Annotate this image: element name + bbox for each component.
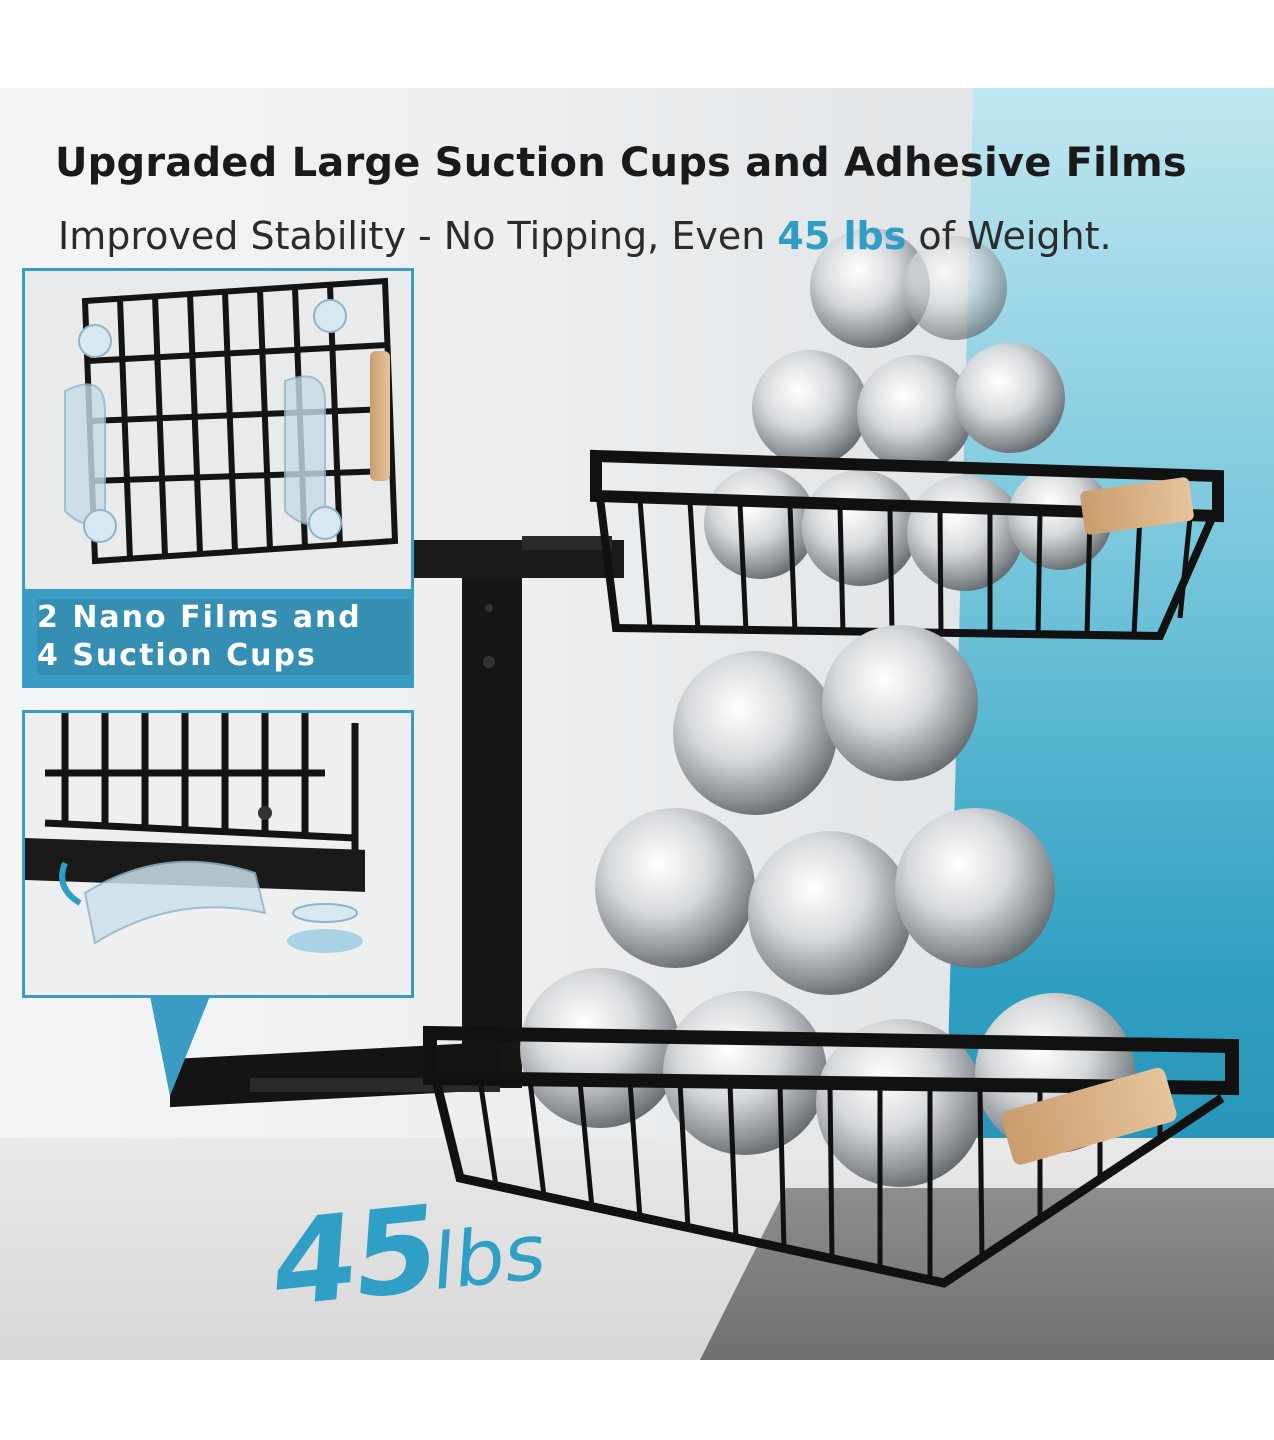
inset-pointer bbox=[150, 996, 210, 1096]
capacity-badge: 45lbs bbox=[268, 1168, 552, 1335]
weight-plate bbox=[520, 968, 680, 1128]
upper-weights bbox=[704, 228, 1112, 591]
product-scene: 2 Nano Films and 4 Suction Cups bbox=[0, 88, 1274, 1360]
lower-basket bbox=[423, 1025, 1239, 1288]
weight-plate bbox=[704, 467, 816, 579]
rack-illustration bbox=[170, 228, 1239, 1288]
nano-film-right bbox=[284, 375, 326, 526]
weight-plate bbox=[663, 991, 827, 1155]
weight-plate bbox=[673, 651, 837, 815]
weight-plate bbox=[816, 1019, 984, 1187]
subline-text: Improved Stability - No Tipping, Even bbox=[58, 214, 778, 258]
suction-cup bbox=[292, 903, 358, 923]
inset-nano-films: 2 Nano Films and 4 Suction Cups bbox=[22, 268, 414, 688]
capacity-value: 45 bbox=[268, 1180, 439, 1335]
weight-plate bbox=[810, 228, 930, 348]
suction-cup bbox=[78, 324, 112, 358]
suction-cup bbox=[83, 509, 117, 543]
inset-caption: 2 Nano Films and 4 Suction Cups bbox=[25, 589, 411, 685]
frame-bolt bbox=[483, 656, 495, 668]
weight-plate bbox=[802, 470, 918, 586]
weight-plate bbox=[907, 475, 1023, 591]
nano-film-left bbox=[64, 383, 106, 526]
capacity-unit: lbs bbox=[429, 1207, 550, 1309]
basket-underside-illustration bbox=[25, 271, 411, 591]
weight-plate bbox=[822, 625, 978, 781]
subline-end: of Weight. bbox=[906, 214, 1112, 258]
weight-plate bbox=[955, 343, 1065, 453]
weight-plate bbox=[595, 808, 755, 968]
wood-handle bbox=[1080, 477, 1194, 535]
weight-plate bbox=[748, 831, 912, 995]
floor-shadow bbox=[700, 1188, 1274, 1360]
weight-plate bbox=[895, 808, 1055, 968]
subline-accent: 45 lbs bbox=[777, 214, 907, 258]
suction-cup bbox=[308, 506, 342, 540]
subline: Improved Stability - No Tipping, Even 45… bbox=[58, 214, 1112, 258]
caption-line-2: 4 Suction Cups bbox=[37, 637, 411, 675]
suction-cup-glow bbox=[287, 929, 363, 953]
frame-rail-top bbox=[522, 536, 612, 550]
weight-plate bbox=[903, 236, 1007, 340]
frame-bolt bbox=[258, 806, 272, 820]
headline: Upgraded Large Suction Cups and Adhesive… bbox=[55, 140, 1187, 186]
inset-suction-detail bbox=[22, 710, 414, 998]
nano-film bbox=[83, 860, 267, 945]
arrow-icon bbox=[59, 861, 82, 906]
caption-line-1: 2 Nano Films and bbox=[37, 599, 411, 637]
suction-cup bbox=[313, 299, 347, 333]
suction-detail-illustration bbox=[25, 713, 411, 995]
frame-bolt-2 bbox=[485, 604, 493, 612]
lower-weights bbox=[520, 625, 1135, 1187]
weight-plate bbox=[857, 355, 973, 471]
wood-handle bbox=[370, 351, 390, 481]
frame-post bbox=[462, 558, 522, 1088]
weight-plate bbox=[752, 350, 868, 466]
wood-handle bbox=[1001, 1067, 1177, 1165]
